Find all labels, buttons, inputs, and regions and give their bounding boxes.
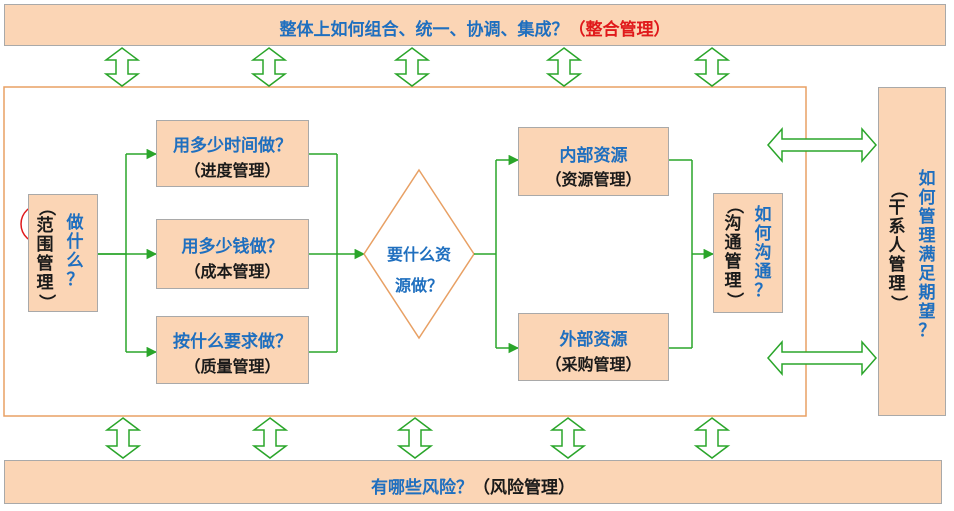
schedule-box xyxy=(156,120,309,187)
double-arrow-top-2 xyxy=(250,47,288,87)
external-label: （采购管理） xyxy=(545,355,642,374)
double-arrow-top-5 xyxy=(693,47,731,87)
cost-box xyxy=(156,219,309,289)
vertical-char: 通 xyxy=(724,233,742,253)
vertical-char: 理 xyxy=(36,273,54,293)
risk-bar xyxy=(4,460,942,504)
schedule-label: （进度管理） xyxy=(184,161,281,180)
vertical-char: 干 xyxy=(888,198,906,218)
scope-label: （范围管理） xyxy=(32,198,58,312)
vertical-char: 么 xyxy=(66,251,84,271)
resources-question-line2: 源做？ xyxy=(394,276,443,295)
vertical-char: 足 xyxy=(918,264,936,284)
vertical-char: 管 xyxy=(888,255,906,275)
quality-box xyxy=(156,316,309,384)
vertical-char: 什 xyxy=(66,232,84,252)
vertical-char: ） xyxy=(35,294,56,311)
external-resources-box xyxy=(518,313,669,381)
double-arrow-bottom-3 xyxy=(396,417,434,459)
vertical-char: 围 xyxy=(36,235,54,255)
external-title: 外部资源 xyxy=(559,330,628,350)
internal-label: （资源管理） xyxy=(545,170,642,189)
double-arrow-top-3 xyxy=(393,47,431,87)
quality-question: 按什么要求做？ xyxy=(173,332,292,352)
vertical-char: （ xyxy=(723,197,744,214)
cost-question: 用多少钱做？ xyxy=(181,237,284,257)
internal-resources-box xyxy=(518,127,669,196)
double-arrow-bottom-1 xyxy=(104,417,142,459)
risk-text: 有哪些风险？（风险管理） xyxy=(4,473,942,498)
vertical-char: 管 xyxy=(918,207,936,227)
internal-title: 内部资源 xyxy=(559,146,628,166)
vertical-char: 系 xyxy=(888,217,906,237)
communication-label: （沟通管理） xyxy=(720,196,746,310)
vertical-char: 何 xyxy=(754,224,772,244)
communication-question: 如何沟通？ xyxy=(750,206,776,301)
vertical-char: 理 xyxy=(888,274,906,294)
vertical-char: ？ xyxy=(66,270,84,290)
schedule-question: 用多少时间做？ xyxy=(173,136,292,156)
vertical-char: ？ xyxy=(918,321,936,341)
double-arrow-top-4 xyxy=(545,47,583,87)
resources-question-line1: 要什么资 xyxy=(386,245,451,264)
vertical-char: 理 xyxy=(724,271,742,291)
quality-label: （质量管理） xyxy=(184,357,281,376)
vertical-char: 沟 xyxy=(754,243,772,263)
vertical-char: ？ xyxy=(754,281,772,301)
stakeholder-question: 如何管理满足期望？ xyxy=(914,170,940,341)
communication-box xyxy=(713,193,783,313)
main-frame xyxy=(3,86,807,417)
vertical-char: 何 xyxy=(918,188,936,208)
vertical-char: 做 xyxy=(66,213,84,233)
double-arrow-bottom-4 xyxy=(549,417,587,459)
cost-label: （成本管理） xyxy=(184,262,281,281)
scope-box xyxy=(28,194,98,312)
vertical-char: 沟 xyxy=(724,214,742,234)
vertical-char: 望 xyxy=(918,302,936,322)
vertical-char: ） xyxy=(887,295,908,312)
vertical-char: 人 xyxy=(888,236,906,256)
integration-question: 整体上如何组合、统一、协调、集成？ xyxy=(279,20,569,40)
double-arrow-stakeholder-lower xyxy=(767,340,877,376)
double-arrow-bottom-2 xyxy=(251,417,289,459)
vertical-char: 通 xyxy=(754,262,772,282)
risk-label: （风险管理） xyxy=(473,478,575,498)
vertical-char: ） xyxy=(723,292,744,309)
integration-text: 整体上如何组合、统一、协调、集成？（整合管理） xyxy=(4,15,946,40)
vertical-char: 满 xyxy=(918,245,936,265)
vertical-char: 理 xyxy=(918,226,936,246)
integration-bar xyxy=(4,4,946,46)
scope-question: 做什么？ xyxy=(62,214,88,290)
integration-label: （整合管理） xyxy=(568,20,671,40)
risk-question: 有哪些风险？ xyxy=(371,478,473,498)
vertical-char: 管 xyxy=(724,252,742,272)
double-arrow-top-1 xyxy=(103,47,141,87)
resources-diamond xyxy=(363,168,475,340)
double-arrow-stakeholder-upper xyxy=(767,127,877,163)
vertical-char: 如 xyxy=(754,205,772,225)
vertical-char: （ xyxy=(887,181,908,198)
vertical-char: 范 xyxy=(36,216,54,236)
stakeholder-label: （干系人管理） xyxy=(884,180,910,313)
vertical-char: 管 xyxy=(36,254,54,274)
vertical-char: 如 xyxy=(918,169,936,189)
double-arrow-bottom-5 xyxy=(693,417,731,459)
vertical-char: 期 xyxy=(918,283,936,303)
resources-question: 要什么资 源做？ xyxy=(366,239,472,301)
vertical-char: （ xyxy=(35,199,56,216)
stakeholder-box xyxy=(878,87,946,416)
